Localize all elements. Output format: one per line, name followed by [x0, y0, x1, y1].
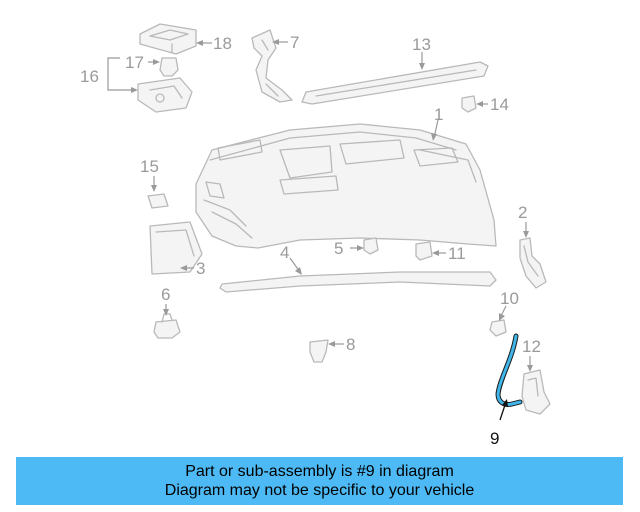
- part-1-liftgate-panel: [195, 123, 497, 249]
- svg-text:14: 14: [490, 95, 509, 114]
- svg-text:5: 5: [334, 239, 343, 258]
- part-9-cable-highlighted: [495, 333, 523, 407]
- part-8-bracket: [309, 339, 329, 363]
- callout-15: 15: [140, 157, 159, 192]
- part-7-hinge: [251, 29, 293, 103]
- svg-text:6: 6: [161, 285, 170, 304]
- part-15-pad: [147, 193, 169, 209]
- callout-1: 1: [431, 105, 443, 141]
- callout-3: 3: [180, 259, 205, 278]
- part-16-latch: [137, 77, 193, 113]
- svg-text:3: 3: [196, 259, 205, 278]
- svg-text:10: 10: [500, 289, 519, 308]
- svg-text:12: 12: [522, 337, 541, 356]
- part-4-weatherstrip: [219, 271, 497, 293]
- part-2-striker: [519, 237, 547, 289]
- svg-text:11: 11: [448, 244, 466, 263]
- svg-text:7: 7: [290, 33, 299, 52]
- svg-text:17: 17: [125, 53, 144, 72]
- banner-line-part-number: Part or sub-assembly is #9 in diagram: [185, 463, 454, 480]
- svg-text:15: 15: [140, 157, 159, 176]
- callout-4: 4: [280, 243, 302, 275]
- svg-text:4: 4: [280, 243, 289, 262]
- callout-8: 8: [328, 335, 355, 354]
- callout-11: 11: [432, 244, 466, 263]
- callout-18: 18: [196, 34, 232, 53]
- part-17-clip: [159, 57, 179, 77]
- part-18-hinge-bracket: [139, 23, 197, 55]
- callout-16: 16: [80, 57, 138, 93]
- callout-14: 14: [476, 95, 509, 114]
- part-5-bumper: [363, 237, 379, 255]
- svg-text:18: 18: [213, 34, 232, 53]
- callout-13: 13: [412, 35, 431, 70]
- banner-line-disclaimer: Diagram may not be specific to your vehi…: [164, 482, 475, 499]
- parts-diagram: 18 17 16 7 13: [80, 23, 551, 448]
- svg-text:16: 16: [80, 67, 99, 86]
- callout-7: 7: [272, 33, 299, 52]
- svg-text:8: 8: [346, 335, 355, 354]
- part-11-clip: [415, 241, 433, 261]
- callout-17: 17: [125, 53, 160, 72]
- callout-6: 6: [161, 285, 170, 316]
- part-10-grommet: [489, 319, 507, 337]
- callout-2: 2: [518, 203, 529, 238]
- callout-9: 9: [490, 399, 508, 448]
- callout-5: 5: [334, 239, 364, 258]
- part-12-lock-bracket: [521, 369, 551, 415]
- part-13-molding: [301, 61, 489, 105]
- info-banner: Part or sub-assembly is #9 in diagram Di…: [16, 457, 623, 505]
- svg-text:13: 13: [412, 35, 431, 54]
- svg-text:9: 9: [490, 429, 499, 448]
- part-6-mount: [153, 313, 181, 339]
- callout-10: 10: [499, 289, 519, 321]
- part-14-clip: [461, 95, 477, 113]
- part-3-side-trim: [149, 221, 203, 275]
- callout-12: 12: [522, 337, 541, 372]
- svg-text:1: 1: [434, 105, 443, 124]
- svg-text:2: 2: [518, 203, 527, 222]
